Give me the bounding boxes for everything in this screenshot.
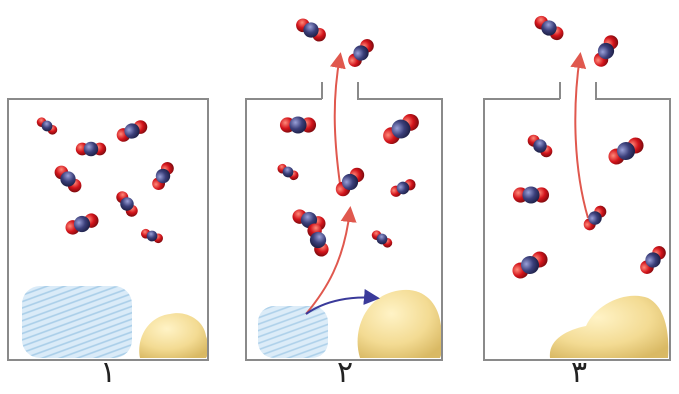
co2-molecule [371,230,393,248]
co2-molecule [383,113,419,145]
co2-molecule [583,205,607,231]
container-3 [483,52,671,361]
carbon-atom [120,197,134,211]
co2-molecule [279,116,317,134]
co2-molecule [307,223,329,257]
carbon-atom [41,120,53,132]
panel-label-3: ۳ [570,355,588,390]
carbon-atom [541,20,557,36]
carbon-atom [617,142,635,160]
co2-molecule [348,39,374,67]
carbon-atom [60,171,76,187]
solid-3 [549,295,669,358]
carbon-atom [376,233,388,245]
solid-2 [357,289,443,358]
carbon-atom [353,45,369,61]
co2-molecule [512,251,548,279]
oxygen-atom [335,181,351,197]
carbon-atom [309,231,327,249]
container-1 [7,98,209,361]
carbon-atom [597,42,615,60]
co2-molecule [512,186,550,204]
carbon-atom [522,186,540,204]
co2-molecule [152,161,174,191]
solid-1 [139,313,209,358]
co2-molecule [116,191,138,217]
carbon-atom [396,181,410,195]
panel-label-2: ۲ [336,355,354,390]
carbon-atom [289,116,307,134]
carbon-atom [588,211,602,225]
oxygen-atom [54,165,69,180]
co2-molecule [116,120,148,142]
co2-molecule [390,179,416,197]
oxygen-atom [349,167,365,183]
deposit-arrow-2 [305,289,380,315]
water-1 [22,286,132,358]
co2-molecule [65,213,99,235]
carbon-atom [146,230,158,242]
co2-molecule [277,163,299,181]
co2-molecule [593,35,619,67]
container-outline-2 [245,82,443,361]
carbon-atom [155,168,171,184]
carbon-atom [73,215,91,233]
rise-arrow-2 [305,206,357,315]
carbon-atom [645,252,661,268]
oxygen-atom [67,178,82,193]
co2-molecule [140,228,164,244]
carbon-atom [391,119,411,139]
water-2 [258,306,328,358]
container-outline-3 [483,82,671,361]
carbon-atom [282,166,294,178]
co2-molecule [608,137,644,165]
co2-molecule [54,165,82,193]
carbon-atom [303,22,319,38]
escape-arrow-2 [329,52,346,185]
co2-molecule [36,117,58,135]
co2-molecule [75,141,107,157]
co2-molecule [534,15,564,41]
co2-molecules [36,15,666,279]
carbon-atom [83,141,99,157]
co2-molecule [296,18,326,42]
co2-molecule [335,167,365,197]
carbon-atom [521,256,539,274]
panel-label-1: ۱ [99,355,117,390]
co2-molecule [527,134,553,158]
co2-molecule [640,246,666,274]
escape-arrow-3 [570,52,589,219]
carbon-atom [124,123,140,139]
container-outline-1 [7,98,209,361]
carbon-atom [341,173,359,191]
container-2 [245,52,443,361]
carbon-atom [533,139,547,153]
